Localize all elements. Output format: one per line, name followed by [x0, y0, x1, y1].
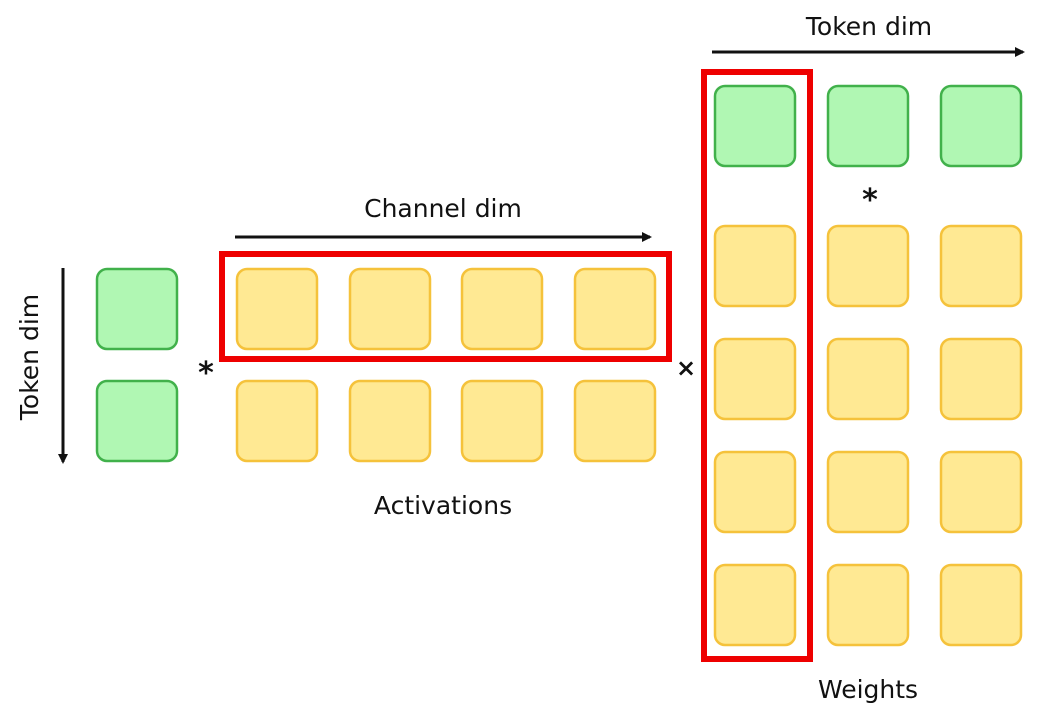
activations-label: Activations [374, 491, 512, 520]
weight-cell [826, 224, 910, 308]
scale-cell [713, 84, 797, 168]
weight-cell [713, 224, 797, 308]
activation-cell [348, 267, 432, 351]
weight-cell [713, 563, 797, 647]
left-multiply-operator: * [198, 356, 214, 391]
scale-cell [95, 267, 179, 351]
weight-cell [826, 450, 910, 534]
scale-cell [95, 379, 179, 463]
activation-cell [235, 379, 319, 463]
weight-cell [939, 450, 1023, 534]
weight-cell [826, 337, 910, 421]
activation-cell [348, 379, 432, 463]
scale-cell [939, 84, 1023, 168]
weight-cell [939, 224, 1023, 308]
weight-cell [713, 450, 797, 534]
activations-row-highlight [219, 251, 672, 362]
weights-column-highlight [701, 69, 813, 662]
weights-multiply-operator: * [862, 183, 878, 218]
weights-block [713, 224, 1023, 647]
matmul-operator: × [676, 354, 696, 382]
weights-label: Weights [818, 675, 918, 704]
activations-block [235, 267, 657, 463]
weight-cell [939, 337, 1023, 421]
left-scale-block [95, 267, 179, 463]
activation-cell [460, 379, 544, 463]
token-dim-top-label: Token dim [805, 12, 932, 41]
weights-scale-block [713, 84, 1023, 168]
token-dim-left-label: Token dim [15, 294, 44, 421]
activation-cell [573, 267, 657, 351]
weight-cell [713, 337, 797, 421]
activation-cell [573, 379, 657, 463]
activation-cell [235, 267, 319, 351]
weight-cell [939, 563, 1023, 647]
channel-dim-label: Channel dim [364, 194, 522, 223]
activation-cell [460, 267, 544, 351]
scale-cell [826, 84, 910, 168]
weight-cell [826, 563, 910, 647]
